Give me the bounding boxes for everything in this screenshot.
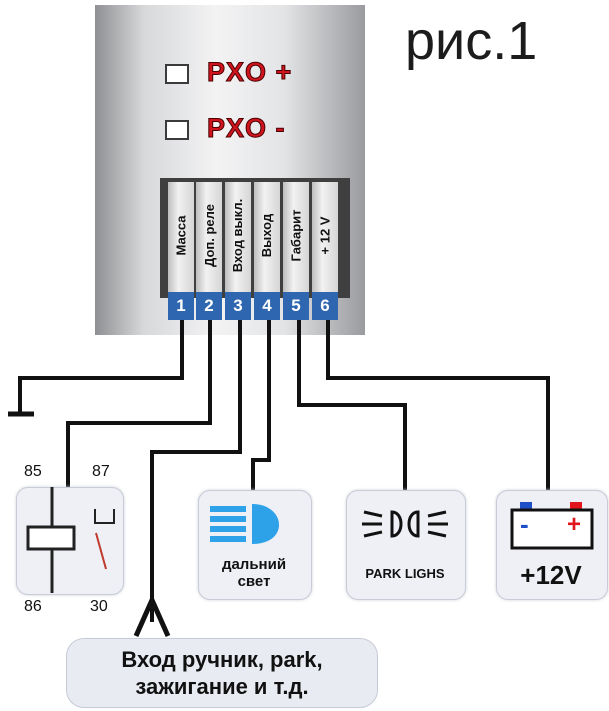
pin-3-slot [225, 182, 251, 292]
relay-icon [26, 487, 115, 593]
battery-minus: - [520, 509, 529, 539]
indicator-checkbox-plus [165, 64, 189, 84]
wire-ground [18, 320, 184, 412]
wire-output [251, 320, 271, 492]
relay-pin-30: 30 [90, 598, 108, 615]
pin-1-slot [168, 182, 194, 292]
wire-park [297, 320, 407, 492]
indicator-plus-label: PXO + [206, 57, 293, 88]
input-note-line2: зажигание и т.д. [135, 674, 309, 699]
pin-6-number: 6 [312, 292, 338, 320]
pin-2-number: 2 [196, 292, 222, 320]
relay-pin-85: 85 [24, 463, 42, 480]
high-beam-label: дальний свет [221, 556, 287, 590]
figure-label: рис.1 [405, 11, 538, 71]
input-note-line1: Вход ручник, park, [121, 647, 323, 672]
indicator-minus-label: PXO - [206, 113, 286, 144]
input-arrow-icon [133, 593, 171, 638]
input-note: Вход ручник, park, зажигание и т.д. [66, 638, 378, 708]
pin-5-slot [283, 182, 309, 292]
wire-power [326, 320, 550, 492]
pin-1-number: 1 [168, 292, 194, 320]
high-beam-icon [210, 504, 280, 544]
pin-3-number: 3 [225, 292, 251, 320]
relay-pin-87: 87 [92, 463, 110, 480]
wire-relay [66, 320, 212, 490]
wire-input [150, 320, 242, 622]
park-lights-label: PARK LIGHS [365, 566, 445, 581]
pin-4-number: 4 [254, 292, 280, 320]
pin-4-slot [254, 182, 280, 292]
park-lights-icon [362, 510, 448, 538]
pin-2-slot [196, 182, 222, 292]
park-lights-card [346, 490, 466, 600]
relay-pin-86: 86 [24, 598, 42, 615]
pin-6-slot [312, 182, 338, 292]
battery-icon [510, 502, 594, 550]
indicator-checkbox-minus [165, 120, 189, 140]
pin-5-number: 5 [283, 292, 309, 320]
battery-plus: + [567, 511, 582, 538]
battery-label: +12V [520, 560, 582, 590]
